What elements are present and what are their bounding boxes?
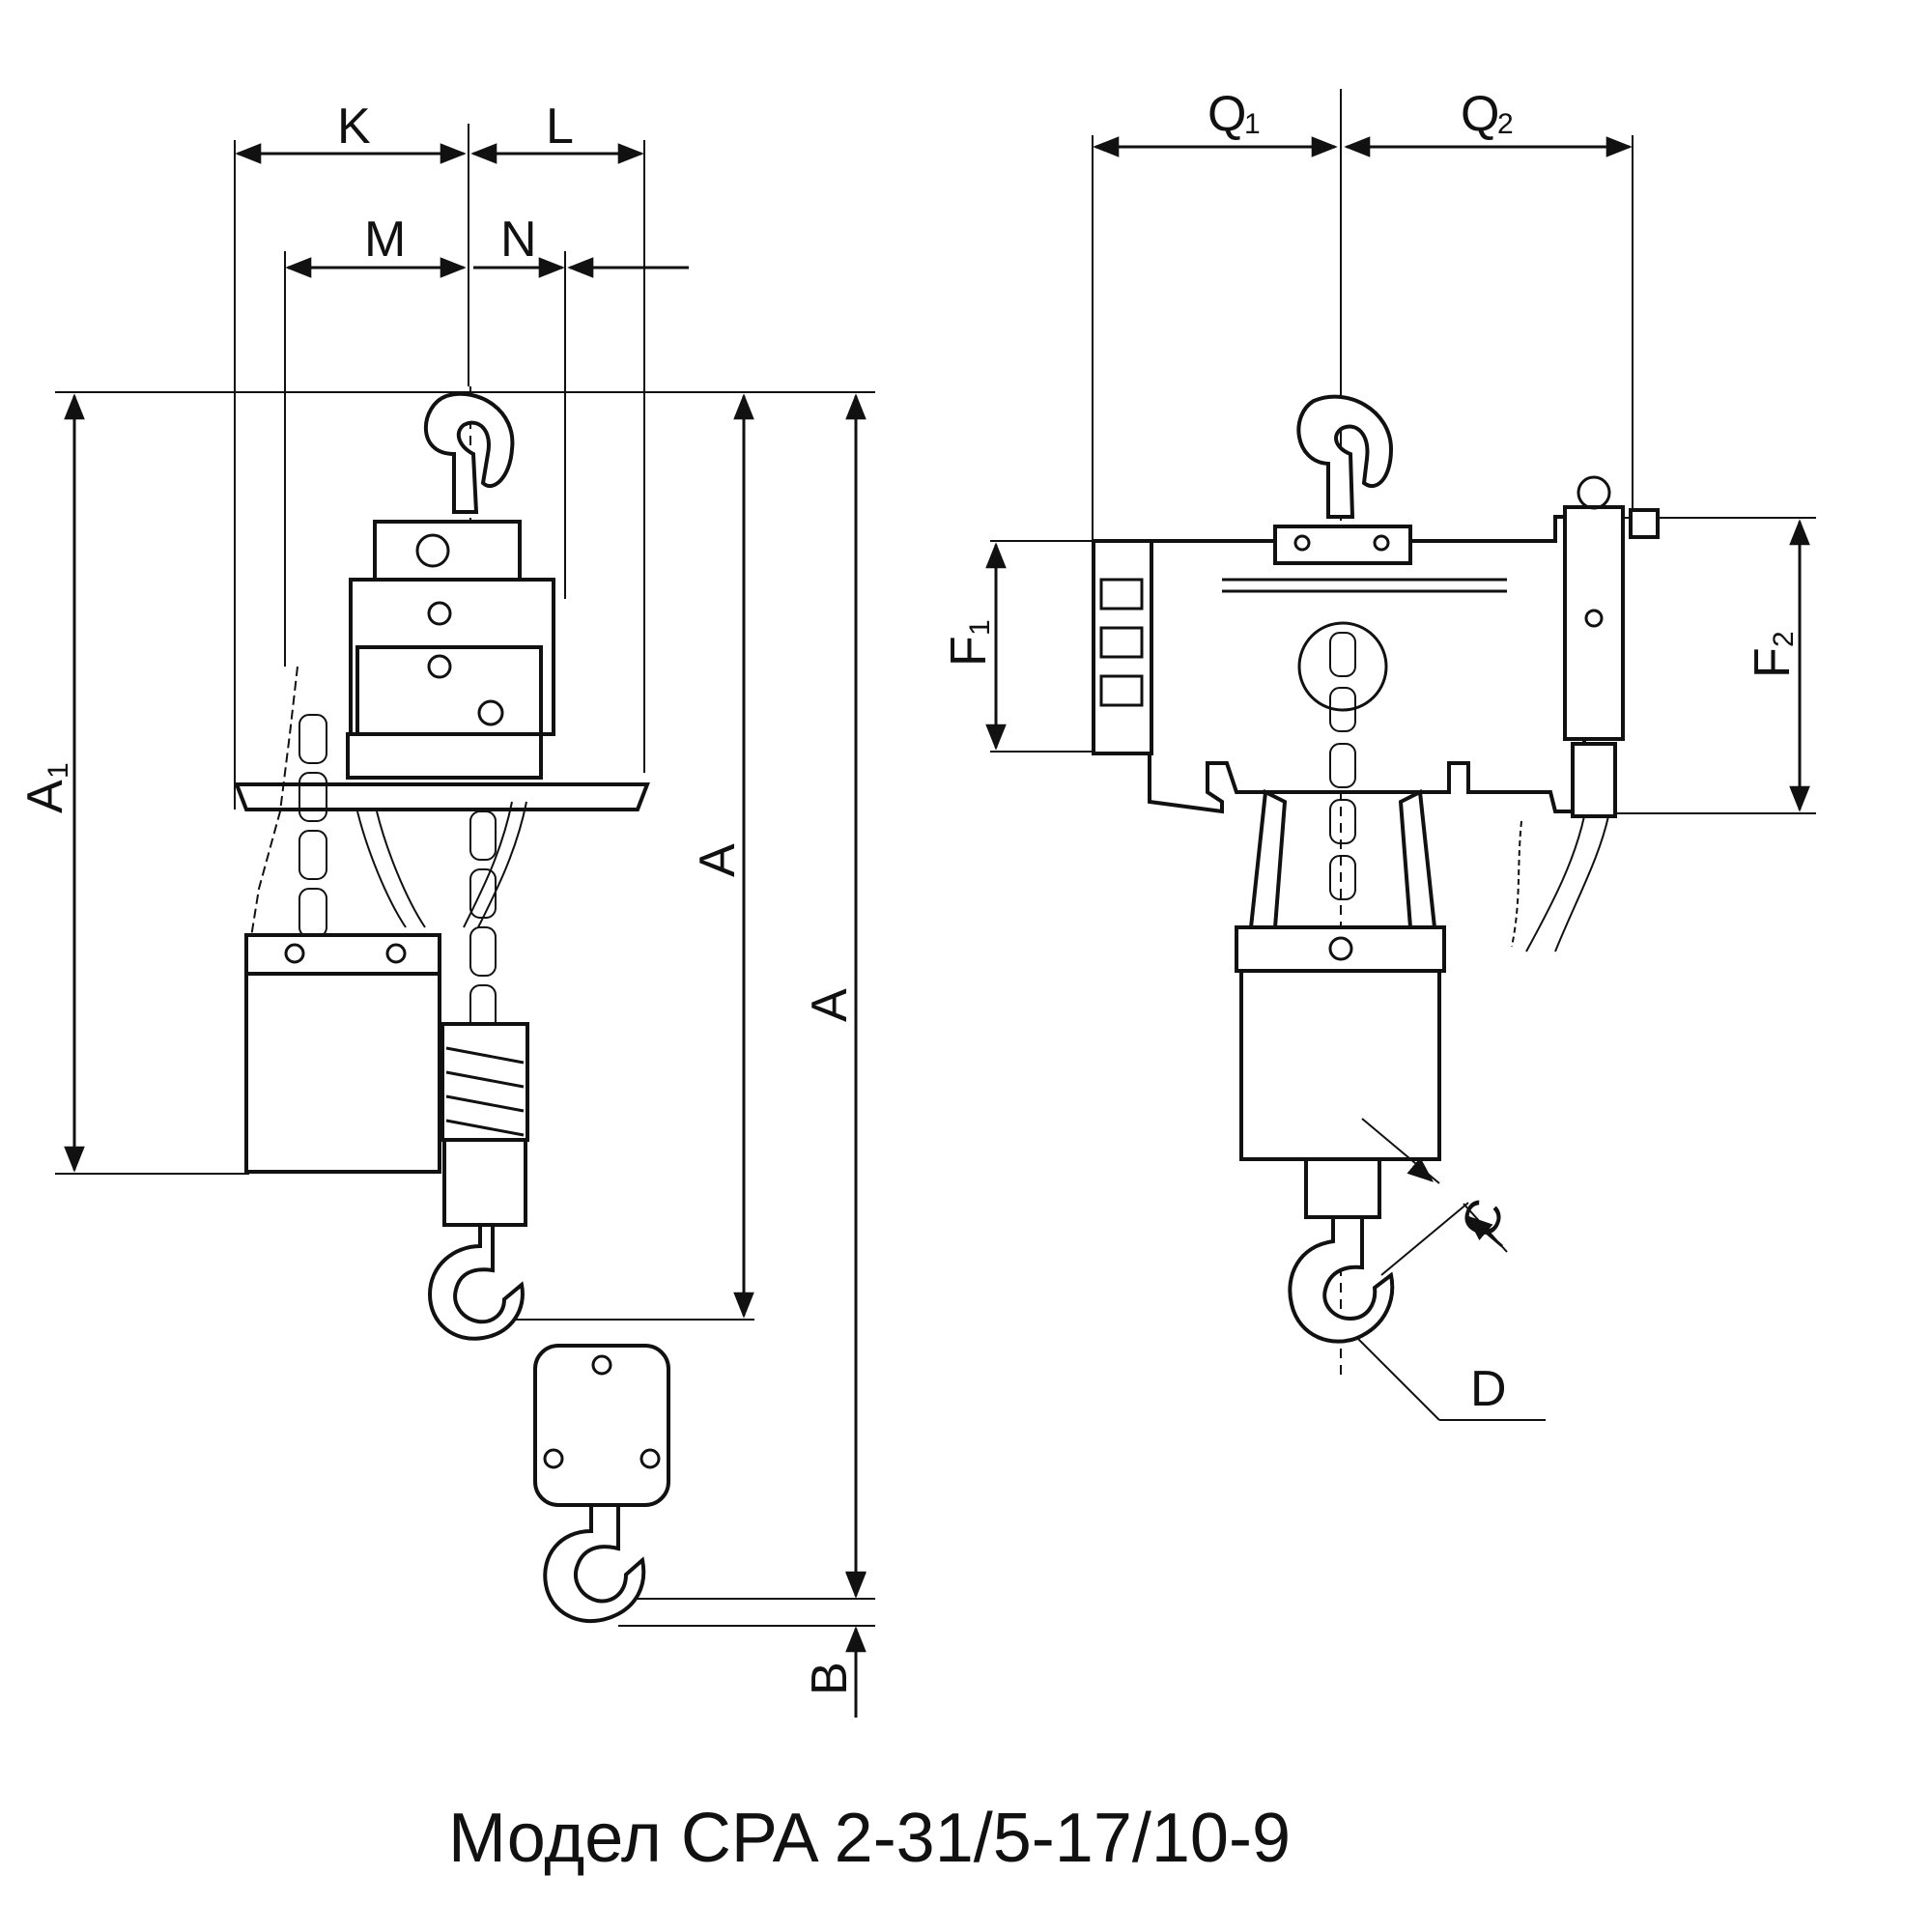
side-view: Q 1 Q 2 F 1 F 2 C D xyxy=(941,86,1816,1421)
spring-buffer xyxy=(440,1022,529,1142)
side-bottom-hook xyxy=(1288,1215,1395,1344)
hook-block xyxy=(442,1138,527,1227)
label-a1: A xyxy=(17,780,73,813)
label-q2-sub: 2 xyxy=(1497,108,1514,140)
dim-line-c xyxy=(1406,1157,1435,1182)
front-view: K L M N A 1 A A B xyxy=(17,99,875,1718)
pendant-hook xyxy=(543,1503,646,1624)
label-l: L xyxy=(546,99,574,155)
dim-line-d xyxy=(1356,1337,1440,1421)
label-m: M xyxy=(364,212,406,268)
label-q1-sub: 1 xyxy=(1244,108,1261,140)
label-f1-sub: 1 xyxy=(964,619,996,636)
motor-housing xyxy=(1235,925,1446,973)
bottom-hook xyxy=(427,1223,525,1341)
mounting-plate xyxy=(234,782,650,811)
label-q1: Q xyxy=(1208,86,1246,142)
label-q2: Q xyxy=(1461,86,1499,142)
label-f2: F xyxy=(1745,647,1801,678)
label-a1-sub: 1 xyxy=(43,762,74,779)
side-top-hook xyxy=(1296,394,1394,519)
label-n: N xyxy=(500,212,537,268)
label-a-inner: A xyxy=(690,843,746,877)
label-f2-sub: 2 xyxy=(1768,631,1800,647)
pendant-control xyxy=(533,1344,670,1507)
label-c: C xyxy=(1451,1192,1516,1245)
chain-guide xyxy=(1248,788,1437,929)
label-d: D xyxy=(1470,1361,1507,1417)
label-f1: F xyxy=(941,636,997,667)
model-caption: Модел CPA 2-31/5-17/10-9 xyxy=(448,1800,1291,1877)
label-a-outer: A xyxy=(802,988,858,1022)
top-hook xyxy=(423,391,515,514)
label-b: B xyxy=(802,1662,858,1695)
label-k: K xyxy=(337,99,371,155)
valve-box xyxy=(1563,505,1625,741)
